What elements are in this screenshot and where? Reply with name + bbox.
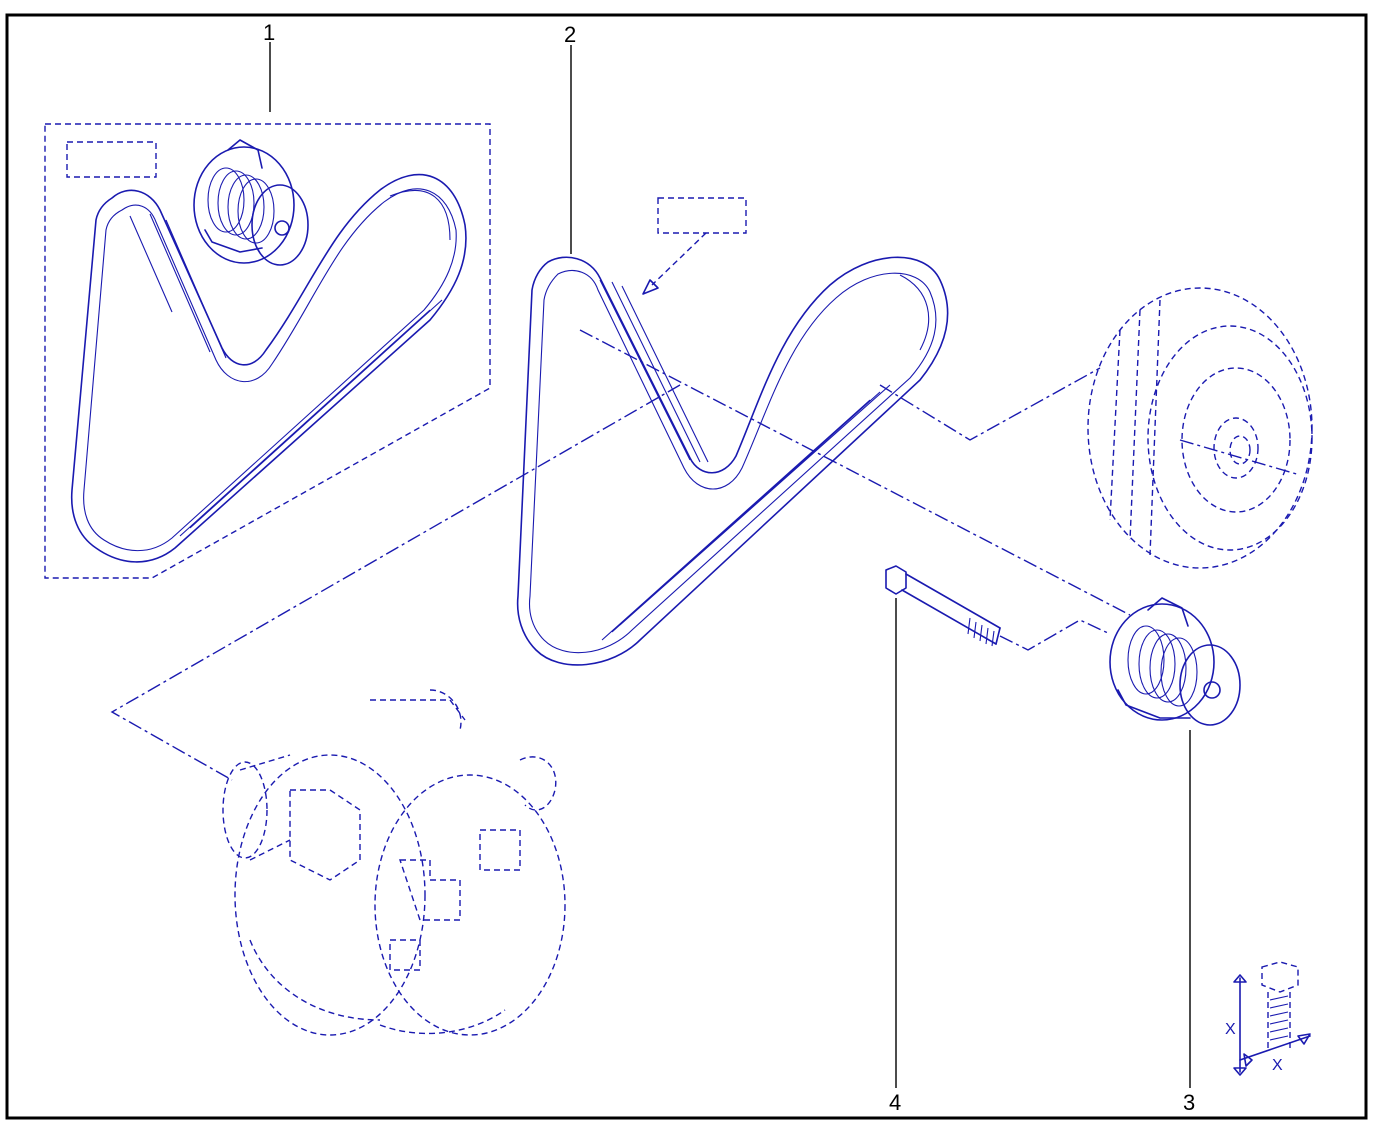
torque-dimension-horizontal: X: [1272, 1057, 1283, 1074]
ribbed-belt-icon[interactable]: [516, 256, 949, 666]
bolt-icon[interactable]: [885, 565, 1001, 647]
belt-2-arrowhead: [642, 279, 659, 295]
kit-1-group[interactable]: [44, 123, 491, 579]
callout-1: 1: [263, 20, 275, 45]
kit-1-tensioner-icon: [193, 139, 309, 266]
belt-2-label-box: [657, 197, 747, 234]
torque-dimension-vertical: X: [1225, 1021, 1236, 1038]
assembly-line-crank: [879, 367, 1101, 441]
diagram-frame: [5, 13, 1368, 1120]
crankshaft-pulley-icon: [1087, 287, 1313, 569]
assembly-line-alternator: [110, 384, 681, 781]
torque-symbol-icon: X X: [1225, 961, 1311, 1076]
assembly-line-crank-axis: [1179, 439, 1301, 476]
callout-2: 2: [564, 22, 576, 47]
callout-4: 4: [889, 1090, 901, 1115]
callout-3: 3: [1183, 1090, 1195, 1115]
assembly-line-tensioner: [579, 329, 1131, 616]
assembly-line-bolt: [999, 619, 1111, 651]
alternator-icon: [222, 689, 566, 1036]
kit-1-boundary: [44, 123, 491, 579]
kit-1-belt-icon: [70, 173, 467, 563]
belt-2-pointer: [651, 232, 707, 286]
tensioner-pulley-icon[interactable]: [1109, 597, 1241, 726]
kit-1-label-box: [66, 141, 157, 178]
